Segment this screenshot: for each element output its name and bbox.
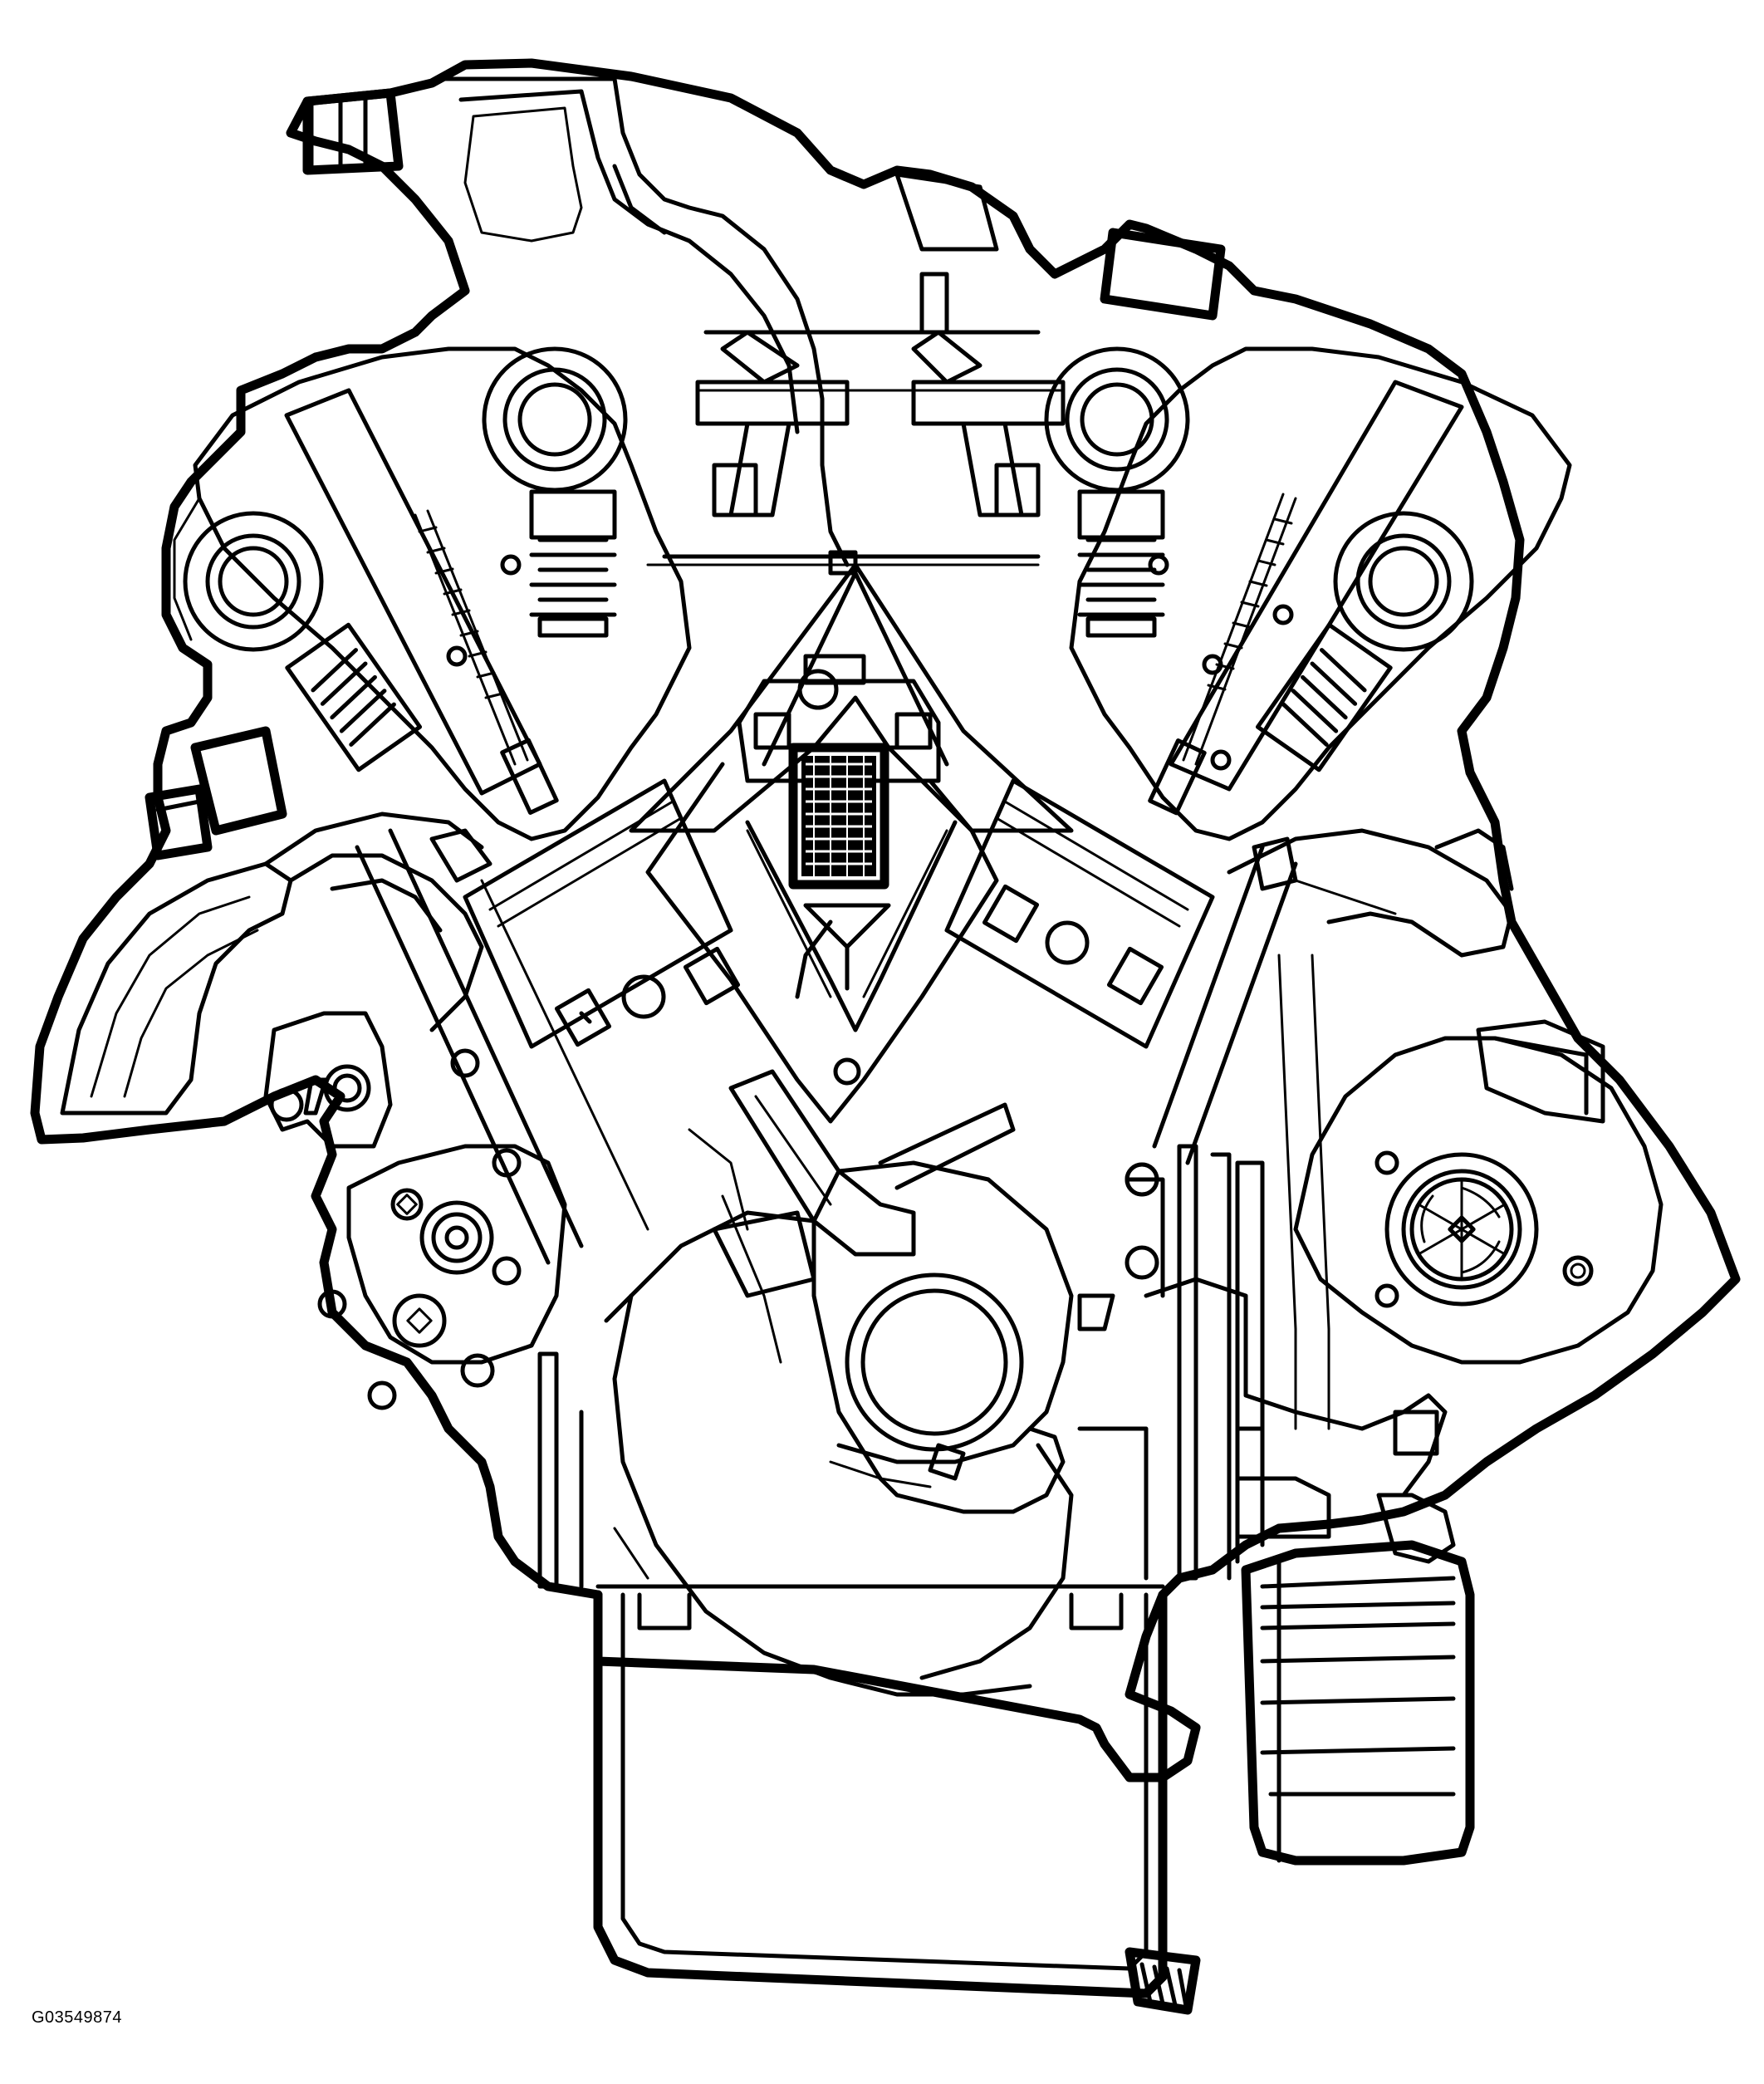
turbo-compressor-wheel [1417, 1178, 1507, 1281]
left-injector-tube [284, 388, 559, 815]
left-valve-spring-outer [285, 622, 423, 772]
engine-outline [30, 58, 1741, 1782]
right-cylinder-wall [1152, 836, 1298, 1165]
left-cylinder-head [173, 346, 692, 841]
turbocharger [1293, 1019, 1664, 1365]
left-side-sensor [145, 726, 287, 861]
left-valve-spring-inner [529, 489, 617, 638]
oil-filter [1235, 1426, 1475, 1866]
crankshaft [811, 1160, 1115, 1488]
lower-block-frame [537, 1293, 1165, 1589]
left-exhaust-manifold [60, 812, 484, 1116]
center-block [645, 762, 999, 1124]
fuel-rail [695, 330, 1066, 426]
right-valve-spring-inner [1077, 489, 1165, 638]
left-cylinder-wall [355, 828, 649, 1265]
left-accessory-pulley-lower [317, 1144, 567, 1410]
right-lower-housing [1125, 1162, 1456, 1564]
block-bolts [446, 554, 1294, 1197]
left-camshaft-inner [482, 346, 628, 493]
right-cylinder-head [1069, 346, 1572, 841]
right-top-block [894, 172, 1226, 321]
right-exhaust-manifold [1177, 828, 1514, 1581]
right-injector-tube [1148, 380, 1464, 816]
right-piston [944, 778, 1215, 1049]
oil-pan [593, 1590, 1168, 1998]
left-accessory-pulley-upper [263, 1011, 480, 1149]
crank-counterweight [612, 1128, 1074, 1697]
left-camshaft-outer [183, 511, 324, 652]
left-fuel-injector [712, 330, 800, 517]
figure-id-label: G03549874 [32, 2008, 123, 2027]
fuel-pump-filter [788, 743, 889, 890]
connecting-rod [728, 1069, 1016, 1257]
right-fuel-injector [911, 330, 1041, 517]
left-piston [463, 778, 741, 1049]
right-valve-spring-outer [1255, 622, 1393, 772]
oil-drain-plug [1125, 1947, 1201, 2015]
right-camshaft-inner [1044, 346, 1190, 493]
